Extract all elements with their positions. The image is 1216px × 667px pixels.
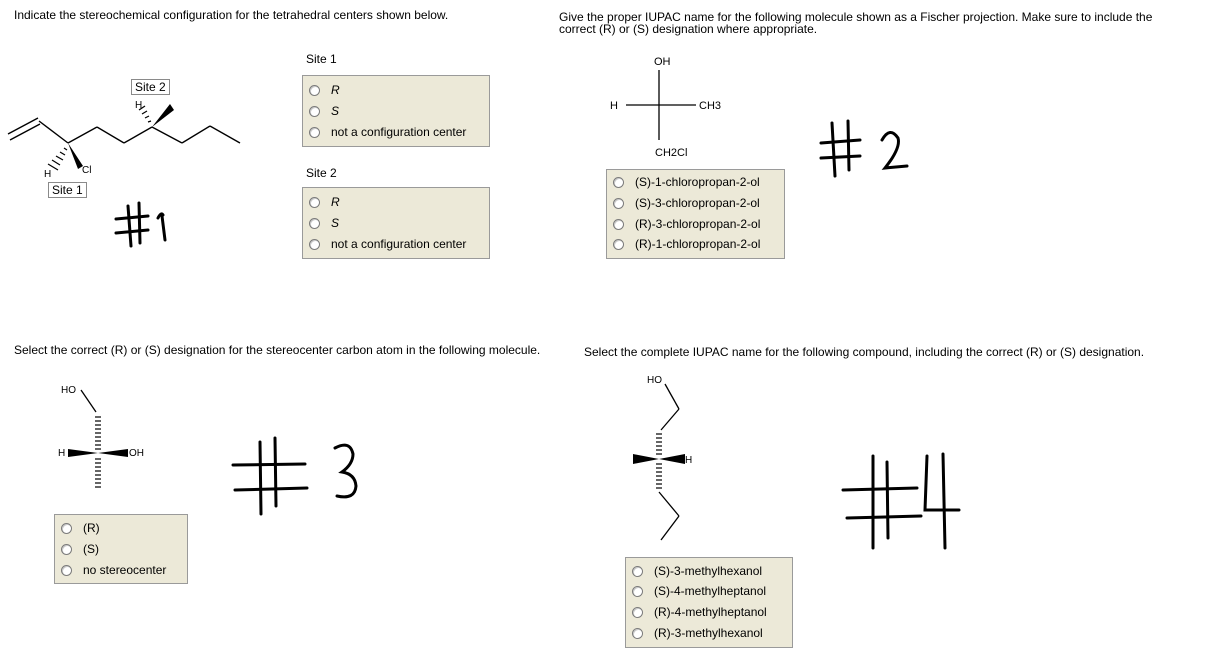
q3-mol-oh: OH xyxy=(129,448,144,459)
handwritten-2 xyxy=(819,119,909,178)
radio-button[interactable] xyxy=(613,197,624,209)
site1-option-r[interactable]: R xyxy=(309,80,340,100)
q2-option-4[interactable]: (R)-1-chloropropan-2-ol xyxy=(613,234,760,254)
fischer-right: CH3 xyxy=(699,100,721,112)
radio-button[interactable] xyxy=(632,565,643,577)
q4-option-3[interactable]: (R)-4-methylheptanol xyxy=(632,602,767,622)
q2-prompt: Give the proper IUPAC name for the follo… xyxy=(559,10,1153,36)
q2-option-2[interactable]: (S)-3-chloropropan-2-ol xyxy=(613,193,760,213)
q3-prompt: Select the correct (R) or (S) designatio… xyxy=(14,343,541,357)
fischer-left: H xyxy=(610,100,618,112)
site2-option-none[interactable]: not a configuration center xyxy=(309,234,466,254)
site1-heading: Site 1 xyxy=(306,52,337,66)
site1-options: R S not a configuration center xyxy=(302,75,490,147)
site2-heading: Site 2 xyxy=(306,166,337,180)
site1-option-s[interactable]: S xyxy=(309,101,339,121)
radio-button[interactable] xyxy=(309,196,320,208)
q1-prompt: Indicate the stereochemical configuratio… xyxy=(14,8,449,22)
q3-mol-ho: HO xyxy=(61,385,76,396)
radio-button[interactable] xyxy=(632,606,643,618)
q3-option-r[interactable]: (R) xyxy=(61,518,100,538)
q3-mol-h: H xyxy=(58,448,65,459)
radio-button[interactable] xyxy=(632,627,643,639)
site2-option-r[interactable]: R xyxy=(309,192,340,212)
site2-option-s[interactable]: S xyxy=(309,213,339,233)
handwritten-3 xyxy=(231,436,358,516)
radio-button[interactable] xyxy=(309,238,320,250)
radio-button[interactable] xyxy=(309,105,320,117)
q2-fischer: OH H CH3 CH2Cl xyxy=(610,56,721,159)
radio-button[interactable] xyxy=(613,238,624,250)
site1-label: Site 1 xyxy=(48,182,87,198)
q2-options: (S)-1-chloropropan-2-ol (S)-3-chloroprop… xyxy=(606,169,785,259)
q2-option-1[interactable]: (S)-1-chloropropan-2-ol xyxy=(613,172,760,192)
q4-option-4[interactable]: (R)-3-methylhexanol xyxy=(632,623,763,643)
radio-button[interactable] xyxy=(613,218,624,230)
radio-button[interactable] xyxy=(613,176,624,188)
q3-option-s[interactable]: (S) xyxy=(61,539,99,559)
radio-button[interactable] xyxy=(309,84,320,96)
radio-button[interactable] xyxy=(61,522,72,534)
radio-button[interactable] xyxy=(632,585,643,597)
q1-mol-cl: Cl xyxy=(82,165,91,176)
q4-option-2[interactable]: (S)-4-methylheptanol xyxy=(632,581,766,601)
q4-prompt: Select the complete IUPAC name for the f… xyxy=(584,345,1145,359)
q1-mol-h-top: H xyxy=(135,100,142,111)
handwritten-4 xyxy=(841,452,961,550)
q4-molecule: HO H xyxy=(633,375,692,541)
site2-label: Site 2 xyxy=(131,79,170,95)
site1-option-none[interactable]: not a configuration center xyxy=(309,122,466,142)
radio-button[interactable] xyxy=(61,564,72,576)
radio-button[interactable] xyxy=(309,217,320,229)
q4-mol-ho: HO xyxy=(647,375,662,386)
q4-options: (S)-3-methylhexanol (S)-4-methylheptanol… xyxy=(625,557,793,648)
handwritten-1 xyxy=(114,201,167,248)
q3-options: (R) (S) no stereocenter xyxy=(54,514,188,584)
site2-options: R S not a configuration center xyxy=(302,187,490,259)
radio-button[interactable] xyxy=(309,126,320,138)
fischer-bottom: CH2Cl xyxy=(655,147,687,159)
q4-option-1[interactable]: (S)-3-methylhexanol xyxy=(632,561,762,581)
q3-option-none[interactable]: no stereocenter xyxy=(61,560,166,580)
q3-molecule: HO H OH xyxy=(58,385,144,488)
fischer-top: OH xyxy=(654,56,671,68)
radio-button[interactable] xyxy=(61,543,72,555)
q1-mol-h-bottom: H xyxy=(44,169,51,180)
q4-mol-h: H xyxy=(685,455,692,466)
q2-option-3[interactable]: (R)-3-chloropropan-2-ol xyxy=(613,214,760,234)
q1-molecule: H H Cl xyxy=(7,100,241,180)
